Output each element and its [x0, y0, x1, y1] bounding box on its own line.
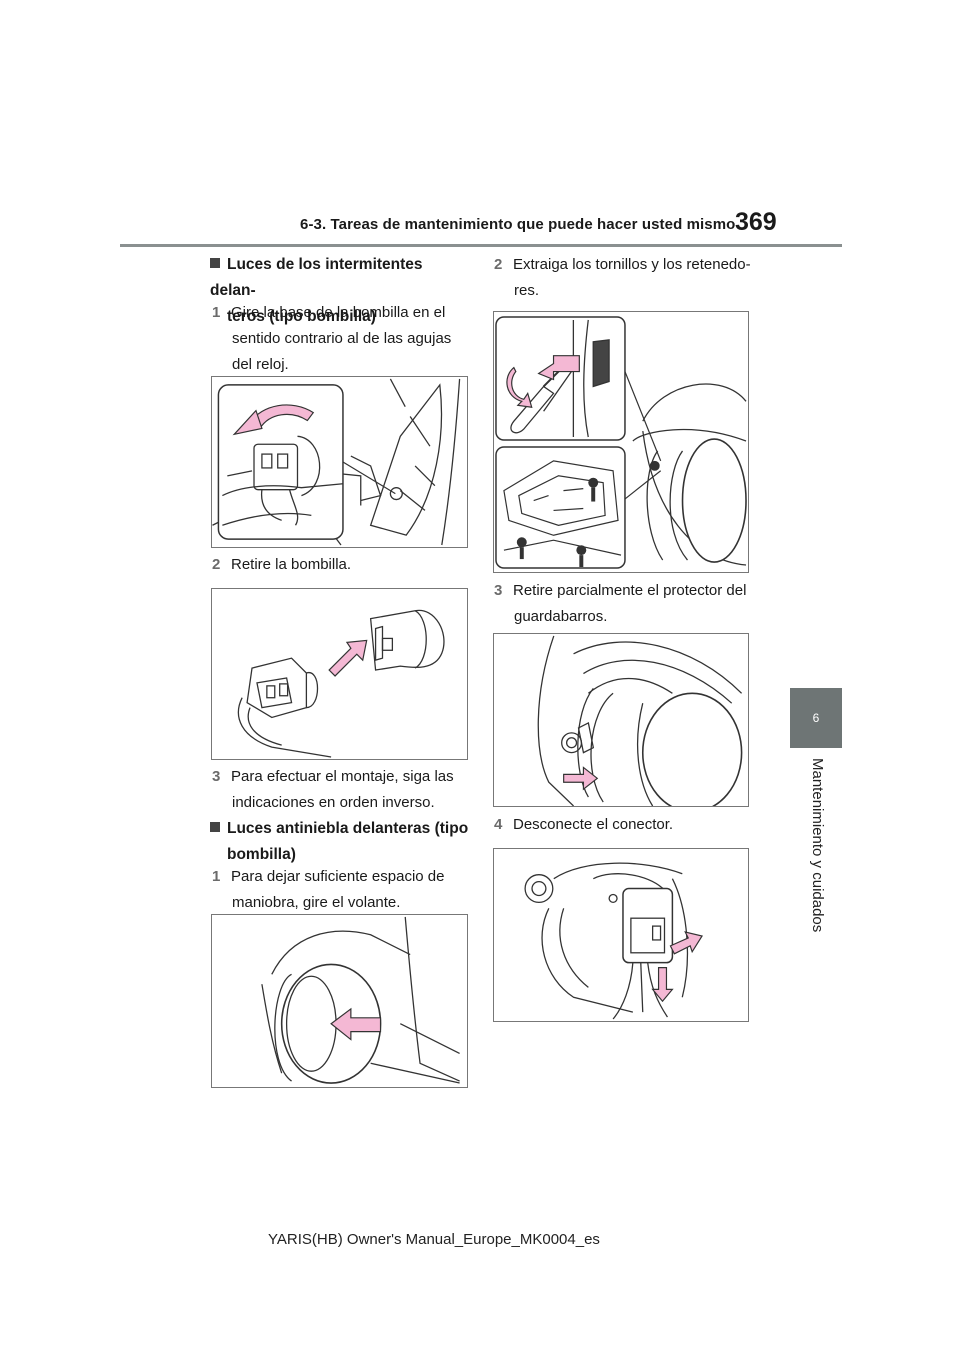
chapter-tab[interactable]: 6 — [790, 688, 842, 748]
step-text: Gire la base de la bombilla en el — [231, 304, 446, 321]
illustration-disconnect-connector — [524, 862, 703, 1020]
chapter-number: 6 — [812, 711, 820, 725]
step-number: 3 — [212, 768, 221, 785]
step-text: res. — [514, 282, 540, 299]
step-text: del reloj. — [232, 356, 289, 373]
figure-disconnect-connector — [493, 848, 749, 1022]
heading-text: Luces de los intermitentes delan- — [210, 256, 423, 299]
figure-fender-liner — [493, 633, 749, 807]
step-text: Extraiga los tornillos y los retenedo- — [513, 256, 751, 273]
section-heading-turn-signals: Luces de los intermitentes delan- teros … — [210, 252, 470, 330]
footer-manual-id: YARIS(HB) Owner's Manual_Europe_MK0004_e… — [268, 1231, 600, 1248]
illustration-turn-wheel — [261, 916, 460, 1084]
section-title: 6-3. Tareas de mantenimiento que puede h… — [300, 216, 736, 233]
step-text: guardabarros. — [514, 608, 608, 625]
step-text: indicaciones en orden inverso. — [232, 794, 435, 811]
step-text: Retire parcialmente el protector del — [513, 582, 747, 599]
step-fog-4: 4 Desconecte el conector. — [494, 812, 764, 838]
bullet-square-icon — [210, 822, 220, 832]
illustration-rotate-bulb — [212, 378, 461, 546]
page-number: 369 — [735, 208, 777, 236]
step-text: maniobra, gire el volante. — [232, 894, 401, 911]
chapter-label: Mantenimiento y cuidados — [809, 758, 826, 933]
step-turn-1: 1 Gire la base de la bombilla en el senti… — [212, 300, 472, 378]
section-heading-fog-lights: Luces antiniebla delanteras (tipo bombil… — [210, 816, 470, 868]
step-text: Para efectuar el montaje, siga las — [231, 768, 454, 785]
step-text: Desconecte el conector. — [513, 816, 674, 833]
step-text: sentido contrario al de las agujas — [232, 330, 452, 347]
step-turn-2: 2 Retire la bombilla. — [212, 552, 472, 578]
figure-turn-wheel — [211, 914, 468, 1088]
header-divider — [120, 244, 842, 247]
heading-text: bombilla) — [227, 846, 296, 863]
illustration-remove-screws — [495, 316, 747, 569]
illustration-remove-bulb — [237, 609, 445, 758]
step-number: 4 — [494, 816, 503, 833]
step-text: Para dejar suficiente espacio de — [231, 868, 445, 885]
figure-remove-bulb — [211, 588, 468, 760]
illustration-fender-liner — [537, 635, 743, 806]
step-text: Retire la bombilla. — [231, 556, 352, 573]
step-fog-1: 1 Para dejar suficiente espacio de maniob… — [212, 864, 472, 916]
figure-rotate-bulb-base — [211, 376, 468, 548]
step-number: 2 — [494, 256, 503, 273]
step-turn-3: 3 Para efectuar el montaje, siga las indi… — [212, 764, 472, 816]
step-number: 3 — [494, 582, 503, 599]
figure-remove-screws — [493, 311, 749, 573]
step-number: 2 — [212, 556, 221, 573]
heading-text: Luces antiniebla delanteras (tipo — [227, 820, 469, 837]
step-number: 1 — [212, 868, 221, 885]
step-fog-3: 3 Retire parcialmente el protector del gu… — [494, 578, 764, 630]
step-number: 1 — [212, 304, 221, 321]
bullet-square-icon — [210, 258, 220, 268]
heading-text: teros (tipo bombilla) — [227, 308, 376, 325]
